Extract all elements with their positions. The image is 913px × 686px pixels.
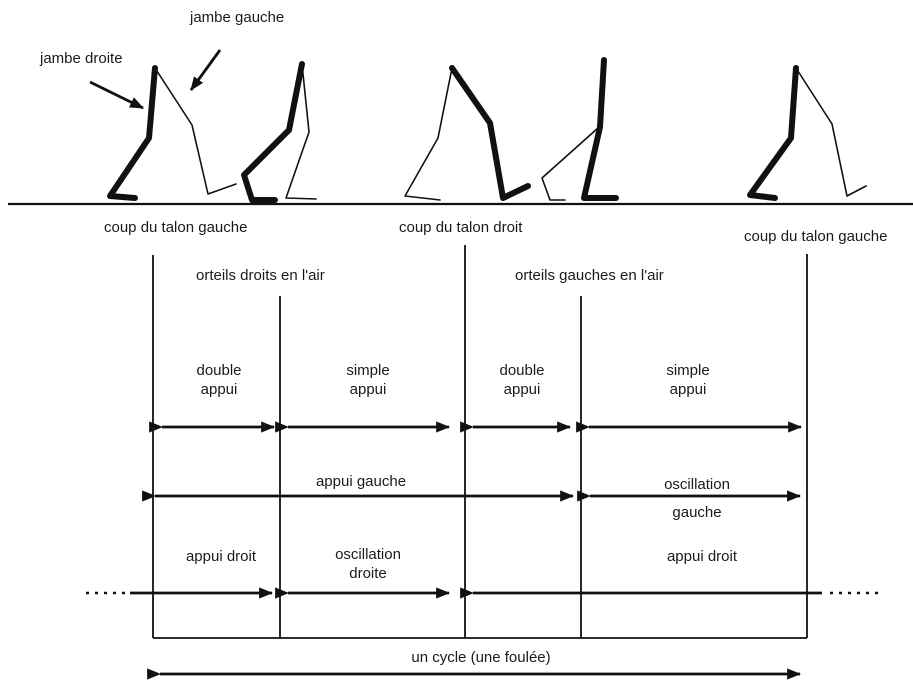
pointer-right-leg — [89, 80, 145, 110]
label-stance-right-2: appui droit — [666, 548, 738, 565]
event-lines — [152, 245, 808, 639]
pointer-left-leg — [189, 49, 222, 91]
phase-arrows — [130, 421, 822, 680]
leg-figure-4 — [541, 57, 619, 201]
leg-figures — [107, 57, 867, 203]
label-toes-left-off: orteils gauches en l'air — [515, 267, 664, 284]
label-heel-left-2: coup du talon gauche — [744, 228, 888, 245]
label-heel-right: coup du talon droit — [399, 219, 523, 236]
leg-figure-5 — [747, 65, 867, 201]
label-right-leg: jambe droite — [40, 50, 123, 67]
label-stance-left: appui gauche — [315, 473, 407, 490]
leg-figure-1 — [107, 65, 237, 201]
label-cycle: un cycle (une foulée) — [411, 649, 551, 666]
leg-figure-2 — [241, 61, 317, 203]
label-heel-left-1: coup du talon gauche — [104, 219, 248, 236]
leg-figure-3 — [404, 65, 531, 201]
label-stance-right-1: appui droit — [185, 548, 257, 565]
label-toes-right-off: orteils droits en l'air — [196, 267, 325, 284]
label-left-leg: jambe gauche — [190, 9, 285, 26]
